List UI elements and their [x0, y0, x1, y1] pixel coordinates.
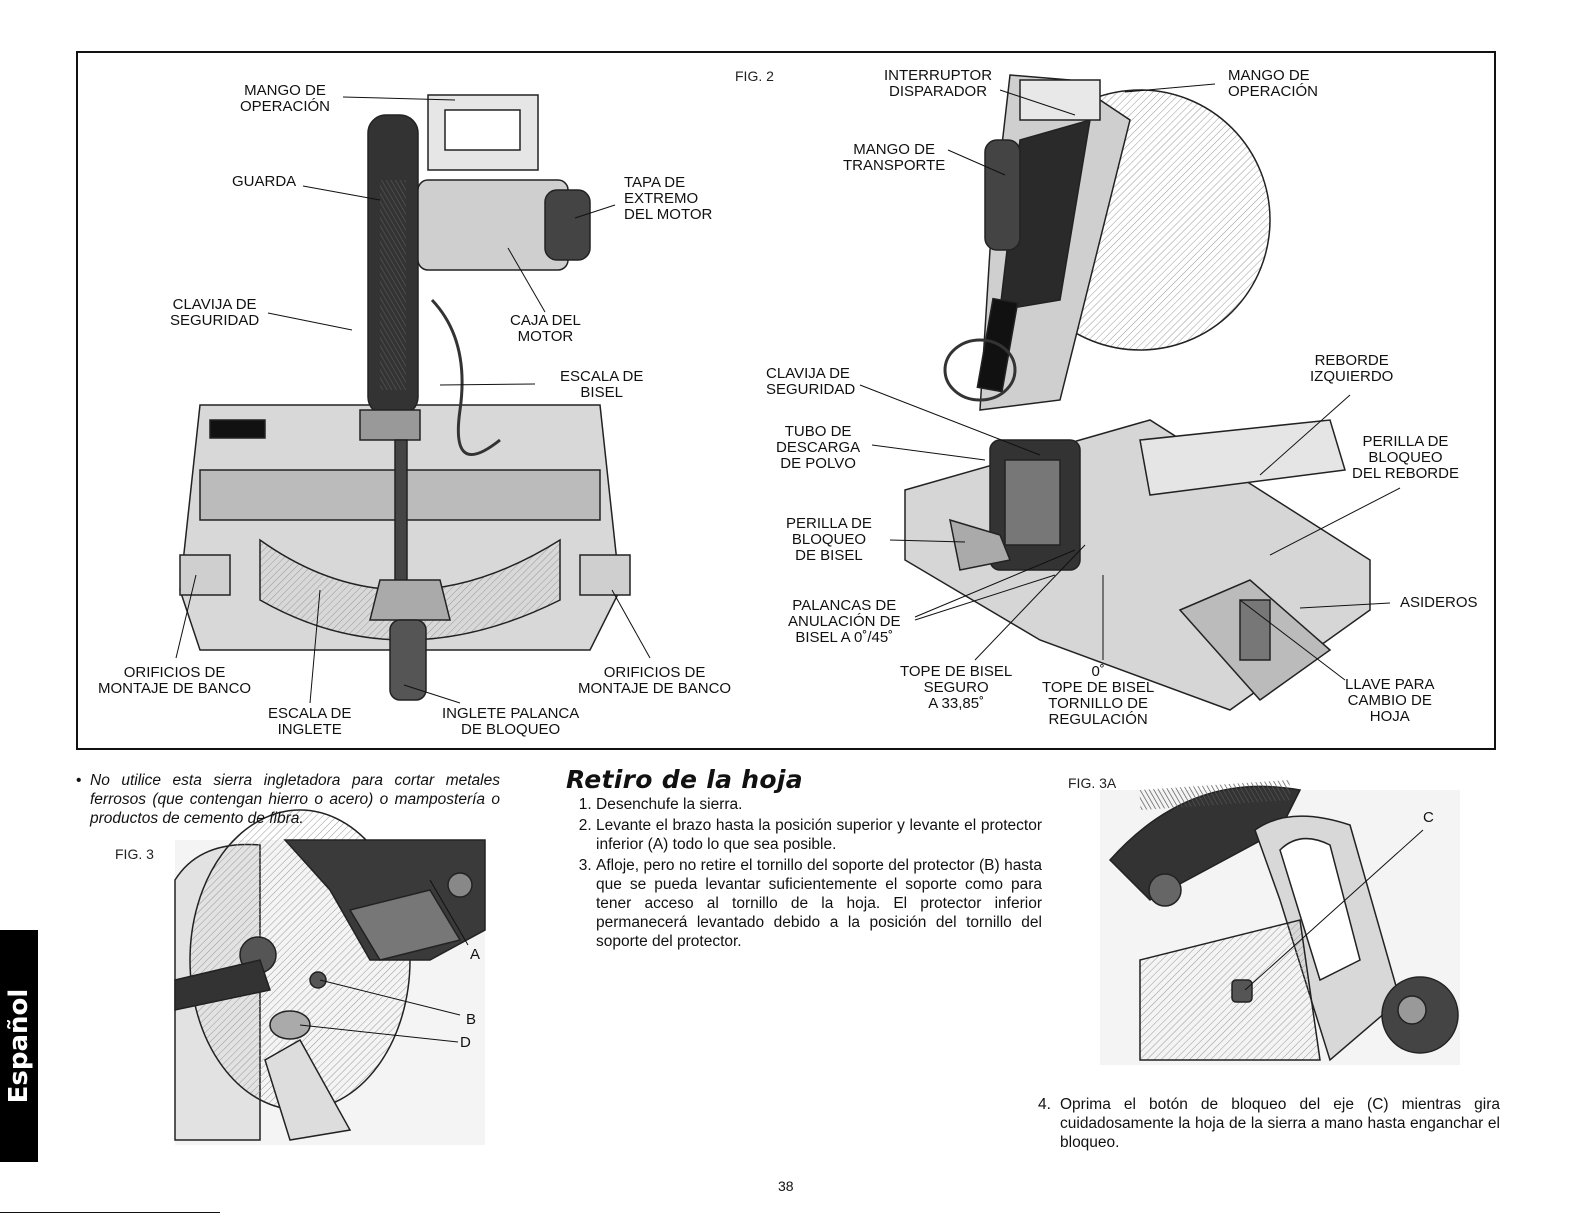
step-4-text: Oprima el botón de bloqueo del eje (C) m… — [1060, 1096, 1500, 1151]
fig3-label-a: A — [470, 946, 481, 963]
fig1-saw-illustration — [179, 94, 631, 701]
label-mango-operacion: MANGO DE OPERACIÓN — [240, 82, 331, 115]
label-interruptor: INTERRUPTOR DISPARADOR — [884, 67, 993, 100]
language-side-tab: Español — [0, 930, 38, 1162]
label-tapa-extremo-motor: TAPA DE EXTREMO DEL MOTOR — [624, 174, 713, 223]
page-number: 38 — [778, 1178, 794, 1194]
label-reborde-izquierdo: REBORDE IZQUIERDO — [1310, 352, 1394, 385]
fig2-leader-lines — [859, 83, 1401, 681]
fig3-caption: FIG. 3 — [115, 846, 154, 862]
figure-frame — [76, 51, 1496, 750]
fig3-label-d: D — [460, 1034, 471, 1051]
step-1: Desenchufe la sierra. — [596, 795, 1042, 814]
label-orificios-der: ORIFICIOS DE MONTAJE DE BANCO — [578, 664, 732, 697]
fig3a-label-c: C — [1423, 809, 1434, 826]
label-clavija-seguridad-2: CLAVIJA DE SEGURIDAD — [766, 365, 856, 398]
label-inglete-palanca: INGLETE PALANCA DE BLOQUEO — [442, 705, 580, 738]
step-4: 4. Oprima el botón de bloqueo del eje (C… — [1038, 1095, 1500, 1152]
label-mango-operacion-2: MANGO DE OPERACIÓN — [1228, 67, 1319, 100]
label-escala-bisel: ESCALA DE BISEL — [560, 368, 644, 401]
label-tubo-descarga: TUBO DE DESCARGA DE POLVO — [776, 423, 861, 472]
label-mango-transporte: MANGO DE TRANSPORTE — [843, 141, 946, 174]
label-escala-inglete: ESCALA DE INGLETE — [268, 705, 352, 738]
bullet-dot: • — [76, 772, 82, 789]
fig2-saw-illustration — [904, 74, 1371, 711]
label-orificios-izq: ORIFICIOS DE MONTAJE DE BANCO — [98, 664, 252, 697]
steps-list: Desenchufe la sierra. Levante el brazo h… — [574, 795, 1042, 953]
fig3-label-b: B — [466, 1011, 477, 1028]
label-caja-motor: CAJA DEL MOTOR — [510, 312, 581, 345]
label-tope-regulacion: 0˚ TOPE DE BISEL TORNILLO DE REGULACIÓN — [1042, 663, 1155, 728]
label-palancas-anulacion: PALANCAS DE ANULACIÓN DE BISEL A 0˚/45˚ — [788, 597, 901, 646]
fig1-leader-lines — [175, 96, 651, 704]
warning-text: No utilice esta sierra ingletadora para … — [90, 772, 500, 827]
label-asideros: ASIDEROS — [1400, 594, 1478, 611]
label-tope-seguro: TOPE DE BISEL SEGURO A 33,85˚ — [900, 663, 1013, 712]
fig3a-illustration — [1100, 780, 1460, 1065]
step-3: Afloje, pero no retire el tornillo del s… — [596, 856, 1042, 951]
label-perilla-bisel: PERILLA DE BLOQUEO DE BISEL — [786, 515, 872, 564]
language-tab-label: Español — [4, 988, 34, 1104]
warning-bullet: • No utilice esta sierra ingletadora par… — [76, 771, 500, 828]
footer-rule — [0, 1212, 220, 1213]
fig3a-caption: FIG. 3A — [1068, 775, 1117, 791]
section-title: Retiro de la hoja — [566, 765, 803, 794]
label-llave-cambio: LLAVE PARA CAMBIO DE HOJA — [1345, 676, 1435, 725]
label-guarda: GUARDA — [232, 173, 297, 190]
step-2: Levante el brazo hasta la posición super… — [596, 816, 1042, 854]
fig3-illustration — [174, 809, 486, 1145]
step-4-number: 4. — [1038, 1096, 1051, 1113]
fig2-caption: FIG. 2 — [735, 68, 774, 84]
fig3-leader-lines — [299, 879, 469, 1043]
fig3a-leader-lines — [1244, 829, 1424, 991]
label-clavija-seguridad: CLAVIJA DE SEGURIDAD — [170, 296, 260, 329]
label-perilla-reborde: PERILLA DE BLOQUEO DEL REBORDE — [1352, 433, 1459, 482]
